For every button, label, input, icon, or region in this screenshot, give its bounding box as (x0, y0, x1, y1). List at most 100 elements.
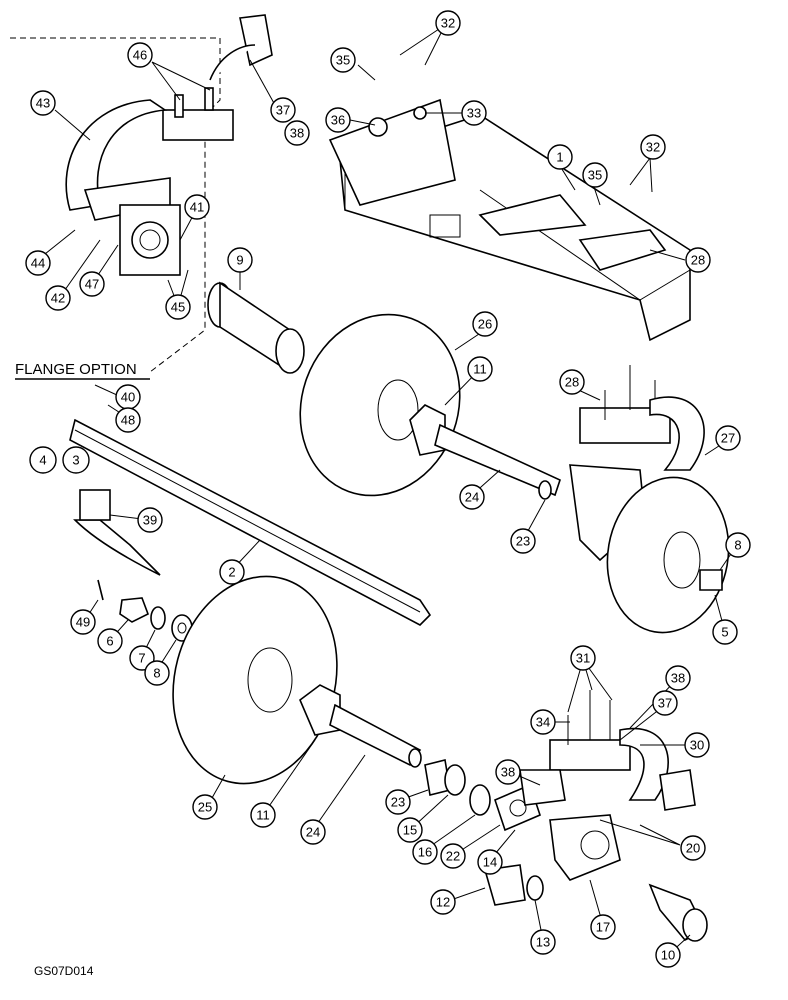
callout-24: 24 (300, 819, 326, 845)
svg-text:38: 38 (671, 671, 685, 686)
callout-12: 12 (430, 889, 456, 915)
svg-text:32: 32 (441, 16, 455, 31)
shaft-upper (434, 423, 561, 500)
callout-38: 38 (665, 665, 691, 691)
svg-text:10: 10 (661, 948, 675, 963)
callout-37: 37 (652, 690, 678, 716)
lower-right-assembly (424, 690, 708, 942)
callout-35: 35 (330, 47, 356, 73)
svg-text:28: 28 (565, 375, 579, 390)
callout-32: 32 (435, 10, 461, 36)
svg-text:7: 7 (138, 651, 145, 666)
callout-30: 30 (684, 732, 710, 758)
callout-39: 39 (137, 507, 163, 533)
callout-24: 24 (459, 484, 485, 510)
svg-text:14: 14 (483, 855, 497, 870)
callout-15: 15 (397, 817, 423, 843)
svg-text:48: 48 (121, 413, 135, 428)
callout-36: 36 (325, 107, 351, 133)
callout-27: 27 (715, 425, 741, 451)
callout-14: 14 (477, 849, 503, 875)
callout-44: 44 (25, 250, 51, 276)
callout-6: 6 (97, 628, 123, 654)
callout-10: 10 (655, 942, 681, 968)
disc-26 (299, 313, 461, 497)
svg-text:35: 35 (588, 168, 602, 183)
svg-text:33: 33 (467, 106, 481, 121)
callout-31: 31 (570, 645, 596, 671)
callout-32: 32 (640, 134, 666, 160)
svg-text:4: 4 (39, 453, 46, 468)
svg-text:23: 23 (516, 534, 530, 549)
callout-13: 13 (530, 929, 556, 955)
svg-text:3: 3 (72, 453, 79, 468)
svg-text:35: 35 (336, 53, 350, 68)
svg-text:13: 13 (536, 935, 550, 950)
callout-46: 46 (127, 42, 153, 68)
svg-text:22: 22 (446, 849, 460, 864)
callout-11: 11 (250, 802, 276, 828)
callout-23: 23 (510, 528, 536, 554)
disc-25 (172, 575, 341, 785)
callout-1: 1 (547, 144, 573, 170)
svg-text:17: 17 (596, 920, 610, 935)
callout-37: 37 (270, 97, 296, 123)
svg-text:44: 44 (31, 256, 45, 271)
svg-text:11: 11 (473, 362, 487, 377)
callout-8: 8 (725, 532, 751, 558)
frame-beam (328, 98, 691, 342)
svg-text:39: 39 (143, 513, 157, 528)
svg-text:28: 28 (691, 253, 705, 268)
spool (207, 281, 305, 374)
svg-text:37: 37 (658, 696, 672, 711)
callout-26: 26 (472, 311, 498, 337)
svg-text:30: 30 (690, 738, 704, 753)
svg-text:12: 12 (436, 895, 450, 910)
scraper-blade (73, 489, 161, 576)
callout-28: 28 (559, 369, 585, 395)
callout-49: 49 (70, 609, 96, 635)
svg-text:42: 42 (51, 291, 65, 306)
callout-28: 28 (685, 247, 711, 273)
callout-2: 2 (219, 559, 245, 585)
svg-text:25: 25 (198, 800, 212, 815)
callout-3: 3 (62, 446, 90, 474)
callout-17: 17 (590, 914, 616, 940)
svg-text:23: 23 (391, 795, 405, 810)
callout-25: 25 (192, 794, 218, 820)
callout-9: 9 (227, 247, 253, 273)
svg-text:43: 43 (36, 96, 50, 111)
callout-47: 47 (79, 271, 105, 297)
svg-text:16: 16 (418, 845, 432, 860)
svg-text:31: 31 (576, 651, 590, 666)
callout-45: 45 (165, 294, 191, 320)
callout-20: 20 (680, 835, 706, 861)
figure-code: GS07D014 (34, 964, 94, 978)
svg-text:8: 8 (153, 666, 160, 681)
callout-40: 40 (115, 384, 141, 410)
svg-text:5: 5 (721, 625, 728, 640)
svg-text:47: 47 (85, 277, 99, 292)
svg-text:36: 36 (331, 113, 345, 128)
svg-text:27: 27 (721, 431, 735, 446)
svg-text:32: 32 (646, 140, 660, 155)
callout-11: 11 (467, 356, 493, 382)
callout-38: 38 (284, 120, 310, 146)
svg-text:38: 38 (501, 765, 515, 780)
svg-text:37: 37 (276, 103, 290, 118)
callout-33: 33 (461, 100, 487, 126)
svg-text:15: 15 (403, 823, 417, 838)
callout-42: 42 (45, 285, 71, 311)
svg-text:34: 34 (536, 715, 550, 730)
svg-text:41: 41 (190, 200, 204, 215)
svg-text:2: 2 (228, 565, 235, 580)
svg-text:49: 49 (76, 615, 90, 630)
flange-bearing-assembly (65, 99, 181, 276)
shaft-lower (329, 703, 422, 768)
callout-43: 43 (30, 90, 56, 116)
callout-34: 34 (530, 709, 556, 735)
svg-text:6: 6 (106, 634, 113, 649)
callout-23: 23 (385, 789, 411, 815)
callout-5: 5 (712, 619, 738, 645)
